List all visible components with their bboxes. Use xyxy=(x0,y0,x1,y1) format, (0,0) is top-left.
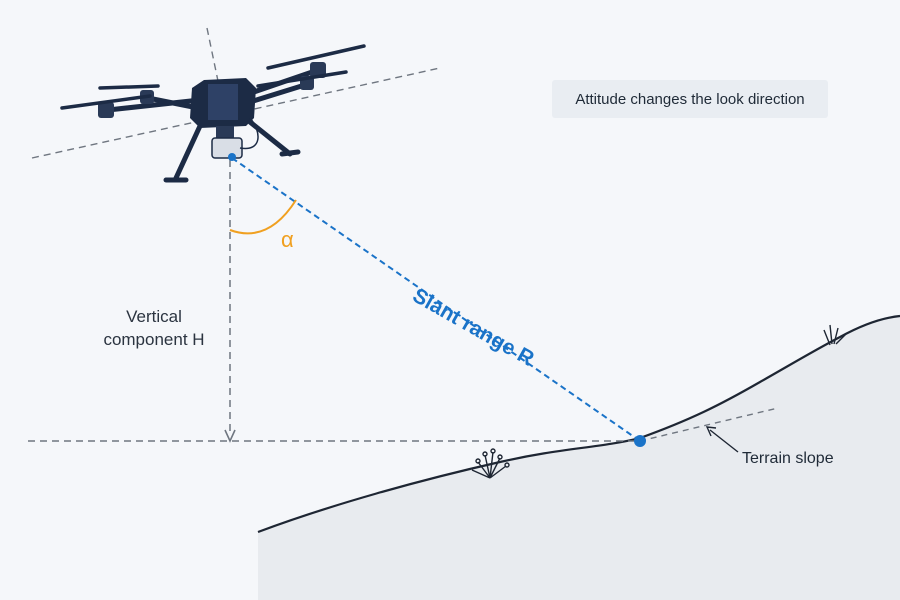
angle-alpha-arc xyxy=(229,199,297,235)
angle-alpha-label: α xyxy=(281,227,294,252)
terrain-slope-tangent-line xyxy=(639,407,779,442)
quadcopter-drone-icon xyxy=(60,44,366,183)
terrain-outline xyxy=(257,314,900,534)
annotation-box: Attitude changes the look direction xyxy=(552,80,828,118)
terrain-slope-pointer xyxy=(709,429,739,453)
target-point xyxy=(634,435,646,447)
shrub-icon xyxy=(471,448,510,479)
annotation-text: Attitude changes the look direction xyxy=(575,90,805,108)
terrain-hill xyxy=(258,316,900,600)
vertical-component-label: Vertical component H xyxy=(92,305,216,351)
grass-tuft-icon xyxy=(823,324,847,346)
vertical-arrowhead xyxy=(224,429,236,443)
vertical-label-line1: Vertical xyxy=(126,307,182,326)
terrain-slope-label: Terrain slope xyxy=(742,450,834,467)
slant-range-line xyxy=(231,157,641,442)
terrain-slope-arrowhead xyxy=(705,426,717,437)
vertical-label-line2: component H xyxy=(103,330,205,349)
drone-vertical-axis-line xyxy=(206,27,225,111)
